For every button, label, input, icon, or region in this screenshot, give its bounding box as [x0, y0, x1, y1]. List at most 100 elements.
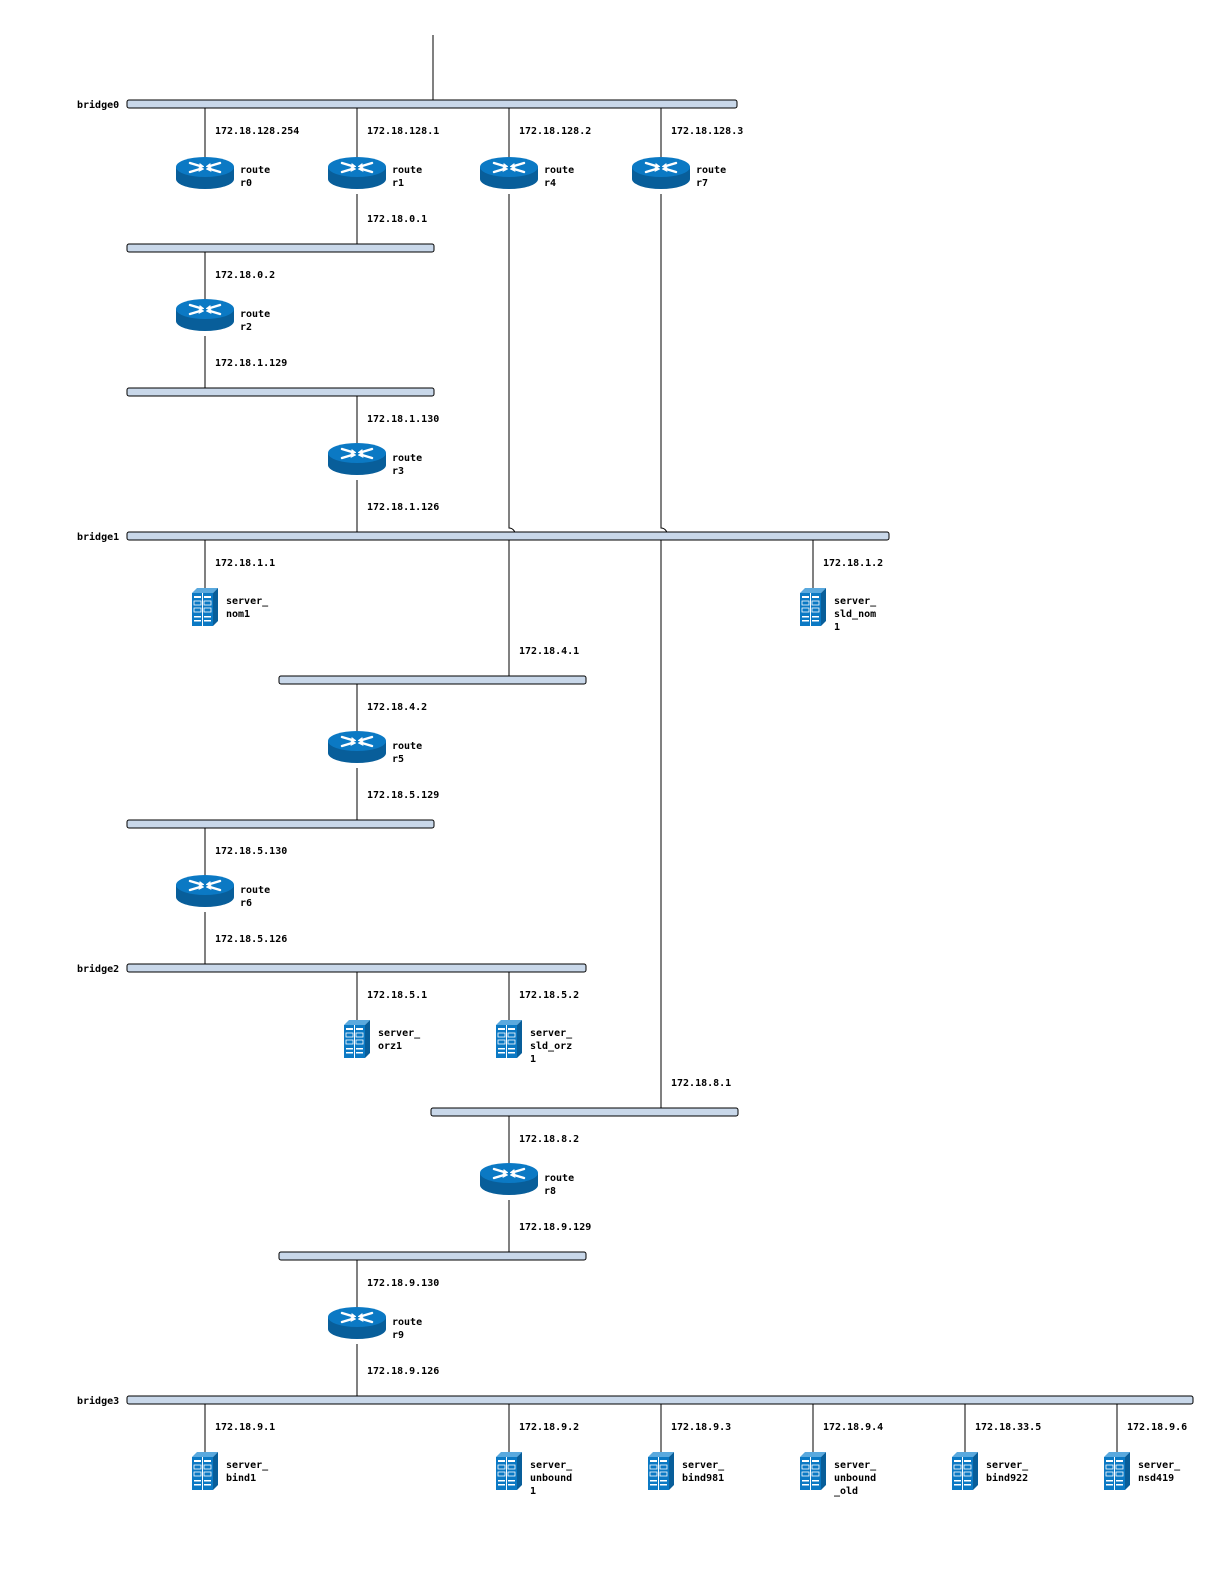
server-label-line: _old: [834, 1486, 858, 1497]
ip-label: 172.18.0.1: [367, 214, 427, 225]
router-label-line2: r9: [392, 1330, 404, 1341]
router-r9[interactable]: route r9: [326, 1305, 422, 1341]
ip-label: 172.18.1.129: [215, 358, 287, 369]
server-label-line: 1: [530, 1054, 536, 1065]
server-bind981[interactable]: server_ bind981: [647, 1451, 725, 1491]
bridge3-label: bridge3: [77, 1395, 119, 1407]
ip-label: 172.18.8.2: [519, 1134, 579, 1145]
router-icon: [478, 1161, 540, 1197]
router-label-line1: route: [240, 885, 270, 896]
router-label-line1: route: [544, 165, 574, 176]
ip-label: 172.18.5.129: [367, 790, 439, 801]
router-icon: [326, 155, 388, 191]
server-bind1[interactable]: server_ bind1: [191, 1451, 269, 1491]
router-r8[interactable]: route r8: [478, 1161, 574, 1197]
net8-bus[interactable]: [430, 1107, 739, 1117]
ip-label: 172.18.128.1: [367, 126, 439, 137]
router-r7[interactable]: route r7: [630, 155, 726, 191]
router-label-line2: r3: [392, 466, 404, 477]
bridge2-label: bridge2: [77, 963, 119, 975]
router-icon: [478, 155, 540, 191]
router-label-line2: r4: [544, 178, 556, 189]
server-icon: [495, 1451, 523, 1491]
link-r7-trunk: [660, 194, 668, 1108]
ip-label: 172.18.9.1: [215, 1422, 275, 1433]
server-sld-nom1[interactable]: server_ sld_nom 1: [799, 587, 877, 633]
server-label-line: sld_orz: [530, 1041, 572, 1052]
server-label-line: nom1: [226, 609, 250, 620]
server-icon: [1103, 1451, 1131, 1491]
server-orz1[interactable]: server_ orz1: [343, 1019, 421, 1059]
router-label-line2: r2: [240, 322, 252, 333]
router-r2[interactable]: route r2: [174, 297, 270, 333]
router-label-line1: route: [392, 453, 422, 464]
ip-label: 172.18.5.1: [367, 990, 427, 1001]
ip-label: 172.18.33.5: [975, 1422, 1041, 1433]
ip-label: 172.18.5.126: [215, 934, 287, 945]
bridge0-bus[interactable]: [126, 99, 738, 109]
router-label-line1: route: [392, 1317, 422, 1328]
router-r0[interactable]: route r0: [174, 155, 270, 191]
router-icon: [174, 873, 236, 909]
server-nsd419[interactable]: server_ nsd419: [1103, 1451, 1181, 1491]
server-bind922[interactable]: server_ bind922: [951, 1451, 1029, 1491]
server-label-line: unbound: [530, 1473, 572, 1484]
ip-label: 172.18.9.126: [367, 1366, 439, 1377]
net5-bus[interactable]: [126, 819, 435, 829]
server-icon: [495, 1019, 523, 1059]
server-unbound-old[interactable]: server_ unbound _old: [799, 1451, 877, 1497]
router-icon: [174, 297, 236, 333]
ip-label: 172.18.128.2: [519, 126, 591, 137]
server-label-line: bind981: [682, 1472, 724, 1484]
net1-bus[interactable]: [126, 387, 435, 397]
router-icon: [174, 155, 236, 191]
server-label-line: server_: [530, 1028, 573, 1039]
server-label-line: 1: [530, 1486, 536, 1497]
server-label-line: sld_nom: [834, 609, 876, 620]
router-r5[interactable]: route r5: [326, 729, 422, 765]
server-label-line: bind1: [226, 1472, 256, 1484]
server-nom1[interactable]: server_ nom1: [191, 587, 269, 627]
ip-label: 172.18.9.129: [519, 1222, 591, 1233]
router-icon: [326, 441, 388, 477]
server-icon: [799, 1451, 827, 1491]
router-r4[interactable]: route r4: [478, 155, 574, 191]
server-label-line: 1: [834, 622, 840, 633]
link-r4-trunk: [508, 194, 516, 676]
ip-label: 172.18.4.2: [367, 702, 427, 713]
router-label-line1: route: [696, 165, 726, 176]
server-icon: [191, 1451, 219, 1491]
ip-label: 172.18.9.130: [367, 1278, 439, 1289]
bridge0-label: bridge0: [77, 99, 119, 111]
router-icon: [326, 1305, 388, 1341]
bridge3-bus[interactable]: [126, 1395, 1194, 1405]
ip-label: 172.18.1.1: [215, 558, 275, 569]
router-r6[interactable]: route r6: [174, 873, 270, 909]
server-unbound1[interactable]: server_ unbound 1: [495, 1451, 573, 1497]
ip-labels: 172.18.128.254 172.18.128.1 172.18.128.2…: [215, 126, 1187, 1433]
ip-label: 172.18.1.2: [823, 558, 883, 569]
server-icon: [799, 587, 827, 627]
server-label-line: bind922: [986, 1472, 1028, 1484]
ip-label: 172.18.4.1: [519, 646, 579, 657]
net4-bus[interactable]: [278, 675, 587, 685]
router-r1[interactable]: route r1: [326, 155, 422, 191]
ip-label: 172.18.0.2: [215, 270, 275, 281]
bridge1-bus[interactable]: [126, 531, 890, 541]
server-label-line: server_: [986, 1460, 1029, 1471]
bridge1-label: bridge1: [77, 531, 119, 543]
net9-bus[interactable]: [278, 1251, 587, 1261]
server-sld-orz1[interactable]: server_ sld_orz 1: [495, 1019, 573, 1065]
ip-label: 172.18.9.4: [823, 1422, 883, 1433]
router-label-line1: route: [240, 309, 270, 320]
server-label-line: nsd419: [1138, 1473, 1174, 1484]
router-label-line1: route: [392, 165, 422, 176]
router-label-line2: r6: [240, 898, 252, 909]
router-label-line1: route: [240, 165, 270, 176]
server-label-line: server_: [834, 1460, 877, 1471]
net0-bus[interactable]: [126, 243, 435, 253]
ip-label: 172.18.5.130: [215, 846, 287, 857]
router-r3[interactable]: route r3: [326, 441, 422, 477]
bridge2-bus[interactable]: [126, 963, 587, 973]
